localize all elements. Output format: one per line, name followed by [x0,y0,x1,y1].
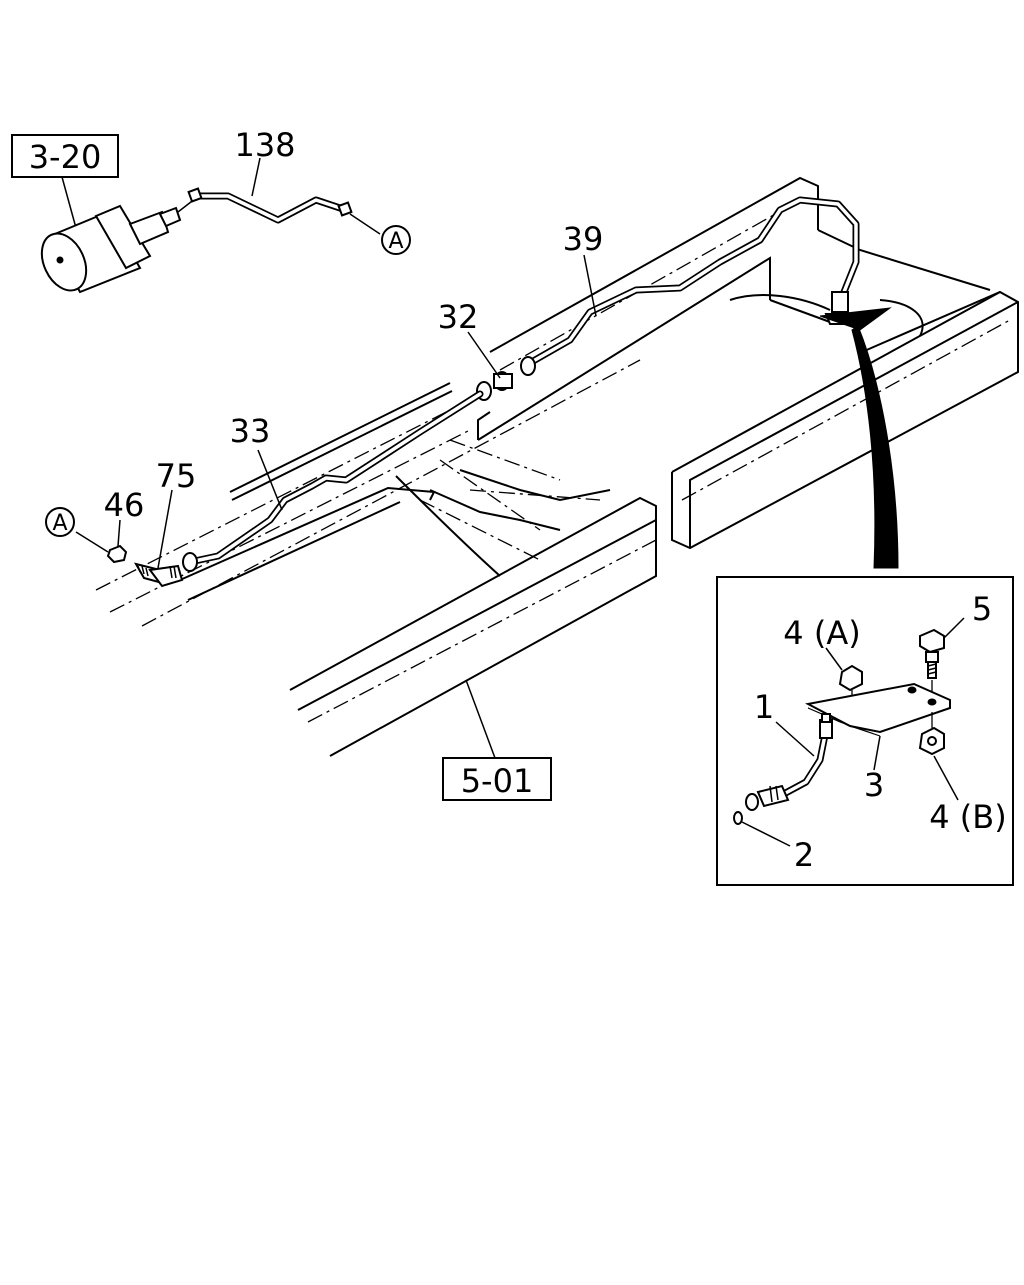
hose-1: 1 [745,688,833,811]
detail-leader [851,325,899,569]
marker-a-right [381,225,411,255]
nut-46: 46 A [45,486,145,564]
callout-33: 33 [230,412,271,450]
o-ring-2: 2 [733,811,814,874]
reference-box-3-20: 3-20 [11,134,119,229]
marker-a-left-label: A [52,511,67,536]
callout-3: 3 [864,766,884,804]
reference-label-5-01: 5-01 [461,762,534,800]
reference-label-3-20: 3-20 [29,138,102,176]
callout-2: 2 [794,836,814,874]
callout-1: 1 [754,688,774,726]
callout-4b: 4 (B) [929,798,1006,836]
callout-4a: 4 (A) [783,614,860,652]
marker-a-right-label: A [388,229,403,254]
chassis-frame [95,176,1019,757]
connector-32: 32 [438,298,536,401]
callout-75: 75 [156,457,197,495]
callout-39: 39 [563,220,604,258]
pipe-138: 138 A [187,126,411,255]
nut-4b: 4 (B) [918,712,1007,836]
callout-46: 46 [104,486,145,524]
bracket-3: 3 [804,682,951,804]
marker-a-left [45,507,75,537]
pipe-39: 39 [524,196,892,368]
nut-4a: 4 (A) [783,614,863,712]
pipe-33: 33 [182,390,484,572]
fitting-75: 75 [133,457,197,588]
reference-box-5-01: 5-01 [442,679,552,801]
bolt-5: 5 [919,590,992,700]
callout-32: 32 [438,298,479,336]
brake-chamber-assembly [40,197,197,294]
callout-5: 5 [972,590,992,628]
callout-138: 138 [234,126,295,164]
detail-inset: 5 4 (A) 3 4 (B) [716,576,1014,886]
